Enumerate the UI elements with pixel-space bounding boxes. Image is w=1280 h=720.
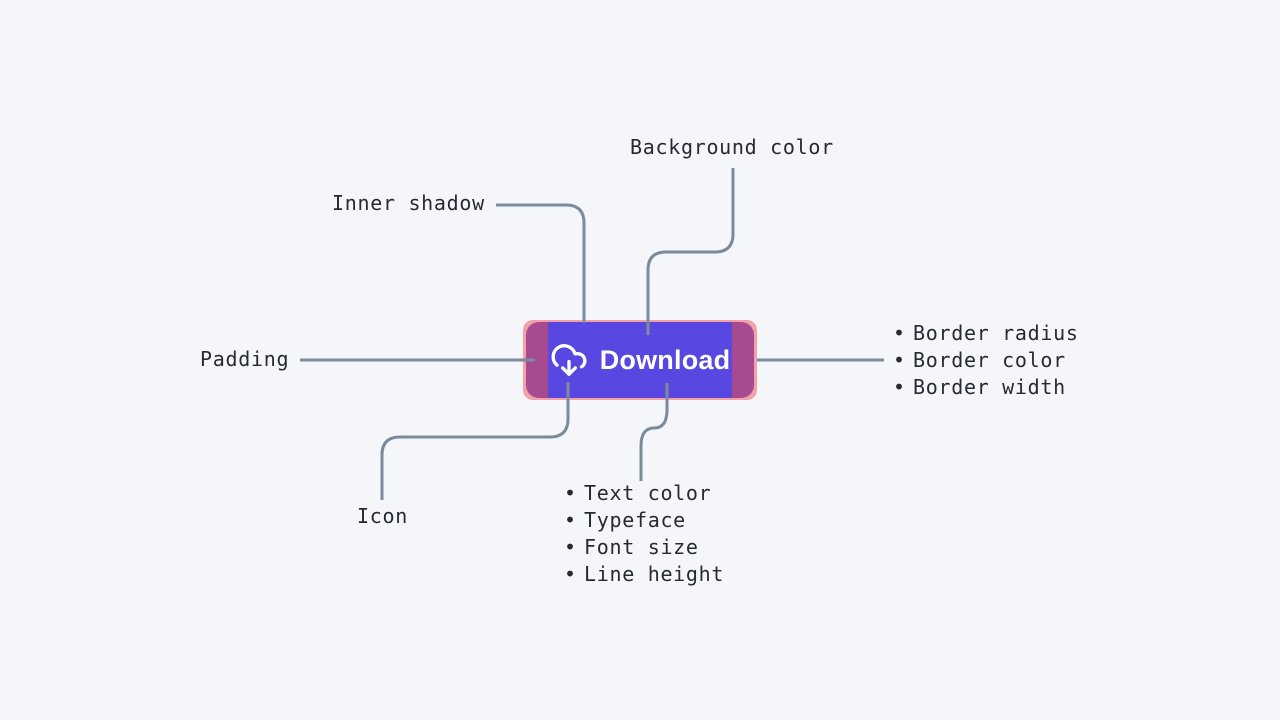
bullet: • [893, 348, 906, 372]
bullet: • [564, 535, 577, 559]
list-item: • Line height [564, 561, 724, 588]
cloud-download-icon [551, 344, 587, 376]
label-icon: Icon [357, 504, 408, 528]
list-item-label: Text color [584, 481, 712, 505]
list-item: • Typeface [564, 507, 724, 534]
list-item: • Border color [893, 347, 1079, 374]
list-item-label: Border color [913, 348, 1066, 372]
text-properties-list: • Text color • Typeface • Font size • Li… [564, 480, 724, 588]
bullet: • [893, 321, 906, 345]
list-item-label: Font size [584, 535, 699, 559]
label-background-color: Background color [630, 135, 834, 159]
connector-inner-shadow [496, 203, 586, 323]
label-inner-shadow: Inner shadow [332, 191, 485, 215]
list-item: • Text color [564, 480, 724, 507]
list-item-label: Typeface [584, 508, 686, 532]
download-button[interactable]: Download [548, 322, 732, 398]
bullet: • [564, 481, 577, 505]
bullet: • [564, 508, 577, 532]
list-item-label: Border width [913, 375, 1066, 399]
bullet: • [893, 375, 906, 399]
bullet: • [564, 562, 577, 586]
border-properties-list: • Border radius • Border color • Border … [893, 320, 1079, 401]
list-item: • Border radius [893, 320, 1079, 347]
connector-background-color [646, 168, 735, 335]
list-item: • Border width [893, 374, 1079, 401]
list-item: • Font size [564, 534, 724, 561]
label-padding: Padding [200, 347, 290, 371]
list-item-label: Line height [584, 562, 725, 586]
list-item-label: Border radius [913, 321, 1079, 345]
download-button-label: Download [599, 344, 731, 375]
